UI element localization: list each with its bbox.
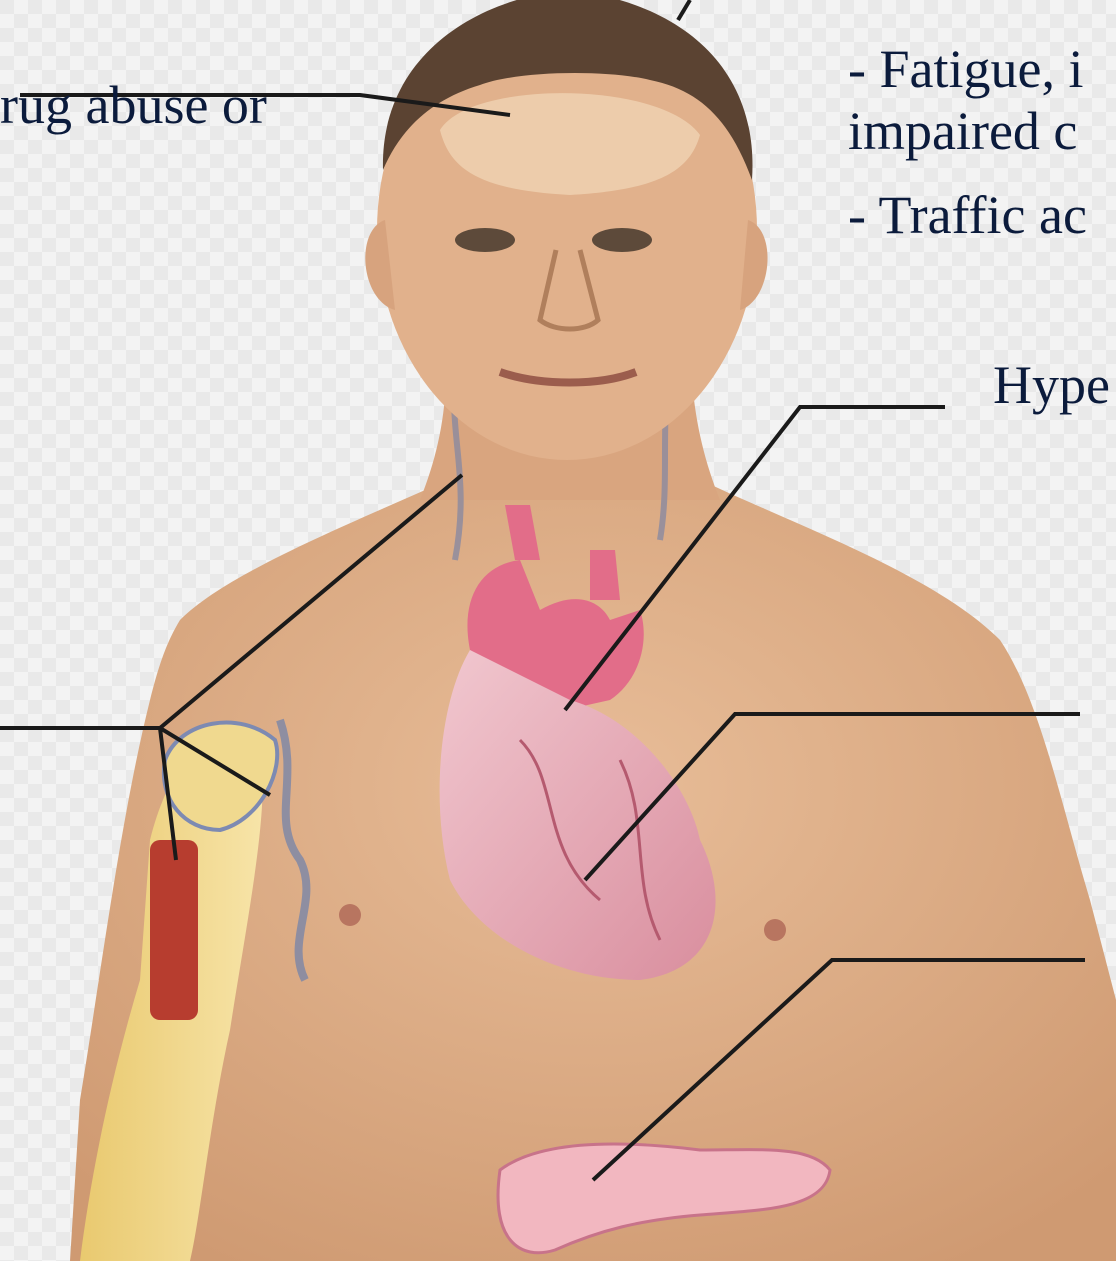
label-fatigue: - Fatigue, i <box>848 42 1083 96</box>
bone-marrow <box>150 840 198 1020</box>
label-impaired: impaired c <box>848 104 1077 158</box>
label-traffic: - Traffic ac <box>848 188 1087 242</box>
left-eye <box>455 228 515 252</box>
label-hype: Hype <box>993 358 1110 412</box>
aortic-branch-2 <box>590 550 620 600</box>
right-nipple <box>764 919 786 941</box>
left-nipple <box>339 904 361 926</box>
label-drug-abuse: rug abuse or <box>0 78 267 132</box>
right-eye <box>592 228 652 252</box>
